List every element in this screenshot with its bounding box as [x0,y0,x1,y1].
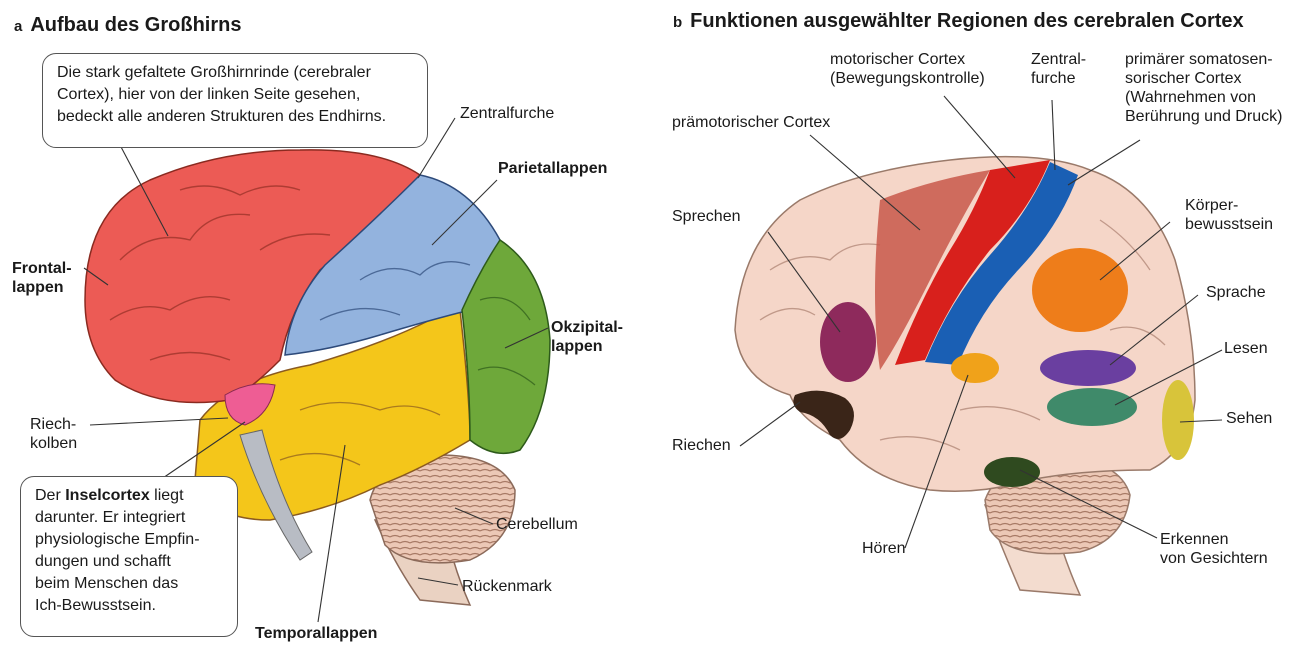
panel-b-letter: b [673,14,682,31]
speech-region [820,302,876,382]
panel-b-title-text: Funktionen ausgewählter Regionen des cer… [690,10,1243,32]
callout-cortex-line: Cortex), hier von der linken Seite geseh… [57,84,413,106]
callout-insula: Der Inselcortex liegt darunter. Er integ… [20,476,238,637]
label-riechkolben: Riech- kolben [30,415,77,453]
hearing-region [951,353,999,383]
reading-region [1047,388,1137,426]
label-rueckenmark: Rückenmark [462,577,552,596]
brain-b [735,157,1195,595]
label-cerebellum: Cerebellum [496,515,578,534]
label-sehen: Sehen [1226,409,1272,428]
label-praemotorisch: prämotorischer Cortex [672,113,830,132]
callout-cortex: Die stark gefaltete Großhirnrinde (cereb… [42,53,428,148]
panel-a-letter: a [14,18,22,35]
vision-region [1162,380,1194,460]
body-awareness-region [1032,248,1128,332]
insula-term: Inselcortex [65,487,149,504]
label-sprechen: Sprechen [672,207,741,226]
callout-insula-line: darunter. Er integriert [35,507,223,529]
callout-insula-line: Ich-Bewusstsein. [35,595,223,617]
panel-a-title: a Aufbau des Großhirns [14,14,241,37]
label-parietallappen: Parietallappen [498,159,607,178]
faces-region [984,457,1040,487]
label-sprache: Sprache [1206,283,1266,302]
callout-insula-line: physiologische Empfin- [35,529,223,551]
callout-insula-line: Der Inselcortex liegt [35,485,223,507]
label-okzipitallappen: Okzipital- lappen [551,318,623,356]
label-riechen: Riechen [672,436,731,455]
label-motorischer-cortex: motorischer Cortex (Bewegungskontrolle) [830,50,985,88]
label-frontallappen: Frontal- lappen [12,259,72,297]
panel-a-title-text: Aufbau des Großhirns [30,14,241,36]
label-zentralfurche-b: Zentral- furche [1031,50,1086,88]
callout-insula-line: dungen und schafft [35,551,223,573]
label-koerperbewusstsein: Körper- bewusstsein [1185,196,1273,234]
label-zentralfurche-a: Zentralfurche [460,104,554,123]
label-somatosensorisch: primärer somatosen- sorischer Cortex (Wa… [1125,50,1282,126]
panel-b-title: b Funktionen ausgewählter Regionen des ce… [673,10,1244,33]
label-gesichter: Erkennen von Gesichtern [1160,530,1268,568]
label-lesen: Lesen [1224,339,1268,358]
label-hoeren: Hören [862,539,906,558]
callout-cortex-line: Die stark gefaltete Großhirnrinde (cereb… [57,62,413,84]
callout-cortex-line: bedeckt alle anderen Strukturen des Endh… [57,106,413,128]
callout-insula-line: beim Menschen das [35,573,223,595]
label-temporallappen: Temporallappen [255,624,377,643]
